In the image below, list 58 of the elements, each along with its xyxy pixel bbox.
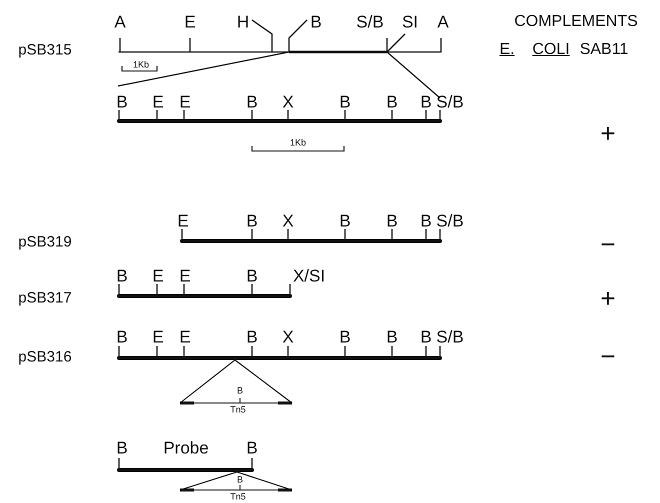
restriction-site-label: S/B bbox=[356, 14, 384, 30]
restriction-site-label: B bbox=[116, 268, 128, 284]
restriction-site-label: E bbox=[179, 268, 191, 284]
restriction-site-label: B bbox=[339, 94, 351, 110]
restriction-site-label: B bbox=[237, 476, 243, 484]
complementation-result: − bbox=[600, 343, 616, 369]
complementation-heading: SAB11 bbox=[580, 42, 628, 58]
restriction-site-label: X bbox=[282, 328, 294, 346]
restriction-site-label: B bbox=[310, 14, 322, 30]
plasmid-name: pSB317 bbox=[18, 290, 72, 306]
restriction-site-label: E bbox=[152, 94, 164, 110]
restriction-site-label: X bbox=[282, 94, 294, 110]
restriction-site-label: B bbox=[246, 440, 258, 456]
restriction-site-label: X bbox=[282, 212, 294, 230]
restriction-site-label: Probe bbox=[163, 440, 209, 456]
restriction-site-label: A bbox=[437, 14, 449, 30]
restriction-site-label: E bbox=[152, 268, 164, 284]
restriction-site-label: B bbox=[339, 328, 351, 346]
restriction-site-label: B bbox=[386, 328, 398, 346]
plasmid-name: pSB319 bbox=[18, 234, 72, 250]
transposon-label: Tn5 bbox=[230, 492, 246, 502]
restriction-site-label: B bbox=[116, 94, 128, 110]
complementation-result: + bbox=[600, 285, 616, 311]
restriction-site-label: B bbox=[246, 328, 258, 346]
complementation-result: + bbox=[600, 120, 616, 146]
restriction-site-label: B bbox=[116, 440, 128, 456]
complementation-heading: COLI bbox=[532, 42, 570, 58]
complementation-heading: E. bbox=[499, 42, 515, 58]
complementation-result: − bbox=[600, 231, 616, 257]
restriction-site-label: E bbox=[184, 14, 196, 30]
plasmid-name: pSB315 bbox=[18, 42, 72, 58]
restriction-site-label: B bbox=[386, 212, 398, 230]
restriction-site-label: B bbox=[116, 328, 128, 346]
complementation-heading: COMPLEMENTS bbox=[514, 14, 638, 30]
scale-label: 1Kb bbox=[290, 138, 306, 148]
restriction-site-label: X/SI bbox=[292, 268, 326, 284]
plasmid-name: pSB316 bbox=[18, 350, 72, 364]
restriction-site-label: B bbox=[386, 94, 398, 110]
restriction-site-label: B bbox=[339, 212, 351, 230]
restriction-site-label: S/B bbox=[436, 94, 464, 110]
restriction-site-label: E bbox=[177, 212, 189, 230]
restriction-site-label: SI bbox=[402, 14, 418, 30]
restriction-site-label: A bbox=[114, 14, 126, 30]
transposon-label: Tn5 bbox=[230, 406, 246, 414]
restriction-site-label: H bbox=[236, 14, 250, 30]
restriction-site-label: B bbox=[420, 328, 432, 346]
restriction-site-label: E bbox=[152, 328, 164, 346]
restriction-site-label: B bbox=[237, 386, 243, 396]
restriction-site-label: B bbox=[246, 94, 258, 110]
restriction-site-label: B bbox=[246, 268, 258, 284]
restriction-site-label: B bbox=[246, 212, 258, 230]
restriction-site-label: S/B bbox=[436, 328, 464, 346]
restriction-site-label: B bbox=[420, 212, 432, 230]
restriction-site-label: E bbox=[179, 328, 191, 346]
restriction-site-label: E bbox=[179, 94, 191, 110]
restriction-site-label: S/B bbox=[436, 212, 464, 230]
restriction-site-label: B bbox=[420, 94, 432, 110]
scale-label: 1Kb bbox=[133, 60, 149, 70]
